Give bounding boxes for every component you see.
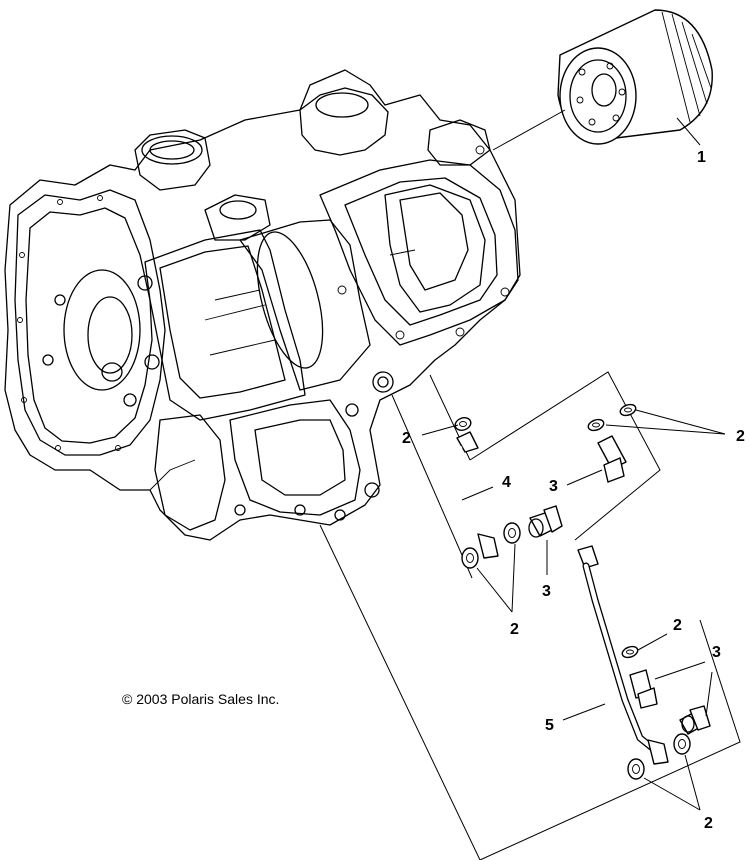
assembly-lines-lower	[479, 619, 741, 860]
banjo-bolts-lower	[629, 669, 711, 735]
callout-washers-right: 2	[736, 428, 745, 445]
callout-washer-tube4-top: 2	[402, 430, 411, 447]
callout-washer-tube5-top: 2	[673, 617, 682, 634]
assembly-lines-upper	[319, 371, 661, 860]
washer-right-1	[587, 418, 605, 432]
washer-tube4-bottom-2	[461, 547, 479, 569]
callout-banjo-bolt-mid: 3	[542, 583, 551, 600]
banjo-bolt-mid	[528, 505, 563, 538]
washer-tube5-bottom-1	[673, 733, 691, 755]
oil-filter	[557, 9, 713, 145]
banjo-bolt-upper	[597, 435, 627, 483]
callout-oil-filter: 1	[697, 149, 706, 166]
oil-tube-4	[447, 431, 499, 559]
callout-banjo-bolt-upper: 3	[549, 478, 558, 495]
callout-washers-tube4-bottom: 2	[510, 621, 519, 638]
washer-tube4-bottom-1	[503, 522, 521, 544]
callout-banjo-bolts-lower: 3	[712, 644, 721, 661]
filter-mount-line	[492, 109, 566, 151]
washer-right-2	[619, 403, 637, 417]
washer-tube5-top	[621, 645, 639, 659]
oil-tube-5	[577, 545, 669, 765]
callout-washers-tube5-bottom: 2	[704, 815, 713, 832]
callout-leaders	[421, 117, 726, 811]
callout-tube-upper: 4	[502, 474, 511, 491]
engine-crankcase	[4, 69, 521, 541]
copyright-notice: © 2003 Polaris Sales Inc.	[122, 691, 280, 707]
washer-tube4-top	[454, 417, 472, 431]
callout-tube-lower: 5	[545, 717, 554, 734]
washer-tube5-bottom-2	[627, 758, 645, 780]
